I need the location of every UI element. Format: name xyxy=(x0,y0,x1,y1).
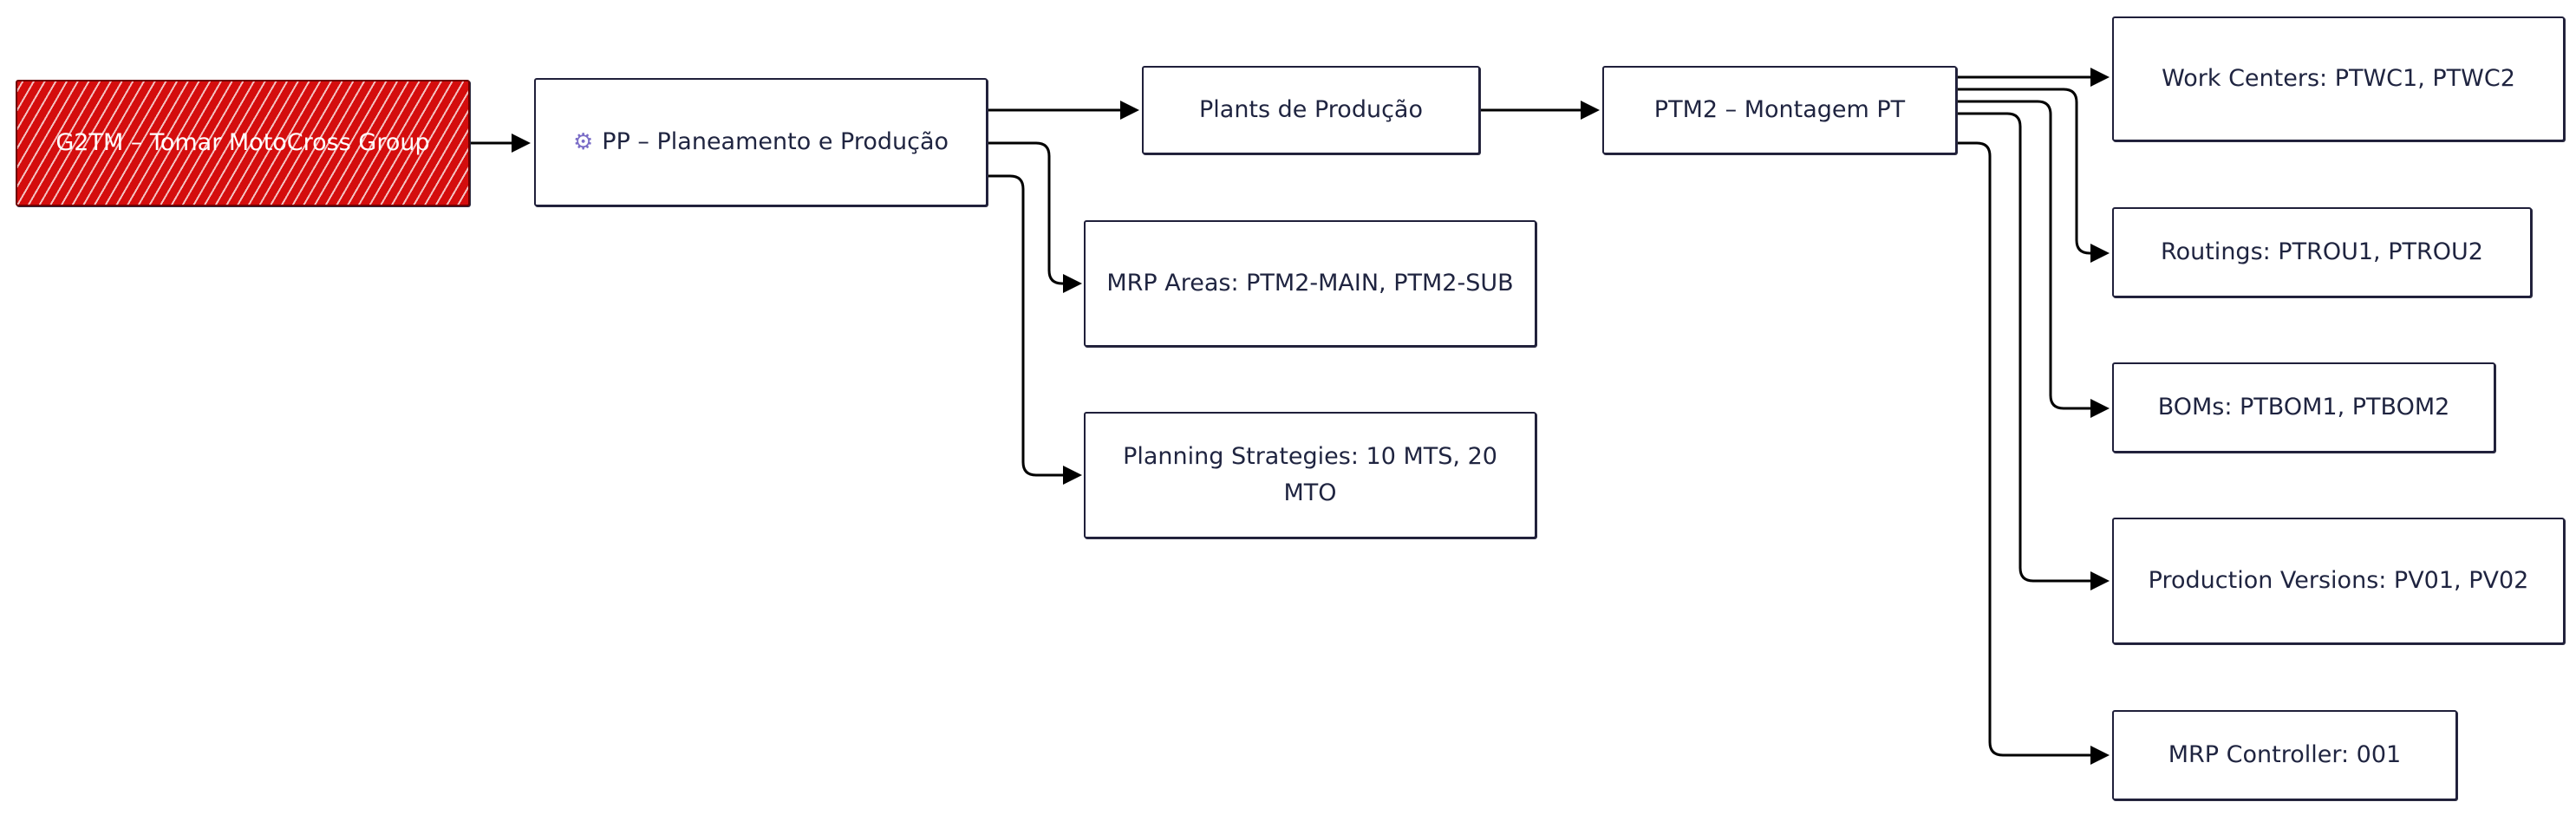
node-root-label: G2TM – Tomar MotoCross Group xyxy=(55,129,430,156)
node-pp[interactable]: ⚙ PP – Planeamento e Produção xyxy=(534,78,988,206)
node-pp-label-wrap: ⚙ PP – Planeamento e Produção xyxy=(573,124,949,160)
edge-ptm2-boms xyxy=(1957,100,2090,410)
node-routings[interactable]: Routings: PTROU1, PTROU2 xyxy=(2112,207,2532,297)
gear-icon: ⚙ xyxy=(572,129,594,155)
arrowhead xyxy=(1063,466,1082,485)
node-planning-strategies-label: Planning Strategies: 10 MTS, 20 MTO xyxy=(1123,443,1497,506)
arrowhead xyxy=(1581,101,1600,120)
edge-pp-mrp-areas xyxy=(988,141,1063,285)
edge-pp-strategies xyxy=(988,174,1063,477)
node-ptm2[interactable]: PTM2 – Montagem PT xyxy=(1602,66,1957,154)
node-pp-label: PP – Planeamento e Produção xyxy=(602,128,949,155)
node-production-versions[interactable]: Production Versions: PV01, PV02 xyxy=(2112,518,2565,644)
node-work-centers-label: Work Centers: PTWC1, PTWC2 xyxy=(2162,65,2515,92)
node-root[interactable]: G2TM – Tomar MotoCross Group xyxy=(16,80,470,206)
edge-ptm2-routings xyxy=(1957,88,2090,255)
node-plants[interactable]: Plants de Produção xyxy=(1142,66,1480,154)
arrowhead xyxy=(512,134,531,153)
arrowhead xyxy=(2090,244,2110,263)
node-routings-label: Routings: PTROU1, PTROU2 xyxy=(2161,238,2483,265)
node-mrp-controller[interactable]: MRP Controller: 001 xyxy=(2112,710,2457,800)
node-plants-label: Plants de Produção xyxy=(1198,96,1423,123)
node-production-versions-label: Production Versions: PV01, PV02 xyxy=(2148,567,2529,594)
arrowhead xyxy=(2090,571,2110,590)
node-ptm2-label: PTM2 – Montagem PT xyxy=(1653,96,1906,123)
edge-ptm2-mrp-controller xyxy=(1957,141,2090,757)
arrowhead xyxy=(1063,274,1082,293)
node-boms[interactable]: BOMs: PTBOM1, PTBOM2 xyxy=(2112,362,2495,453)
node-boms-label: BOMs: PTBOM1, PTBOM2 xyxy=(2157,394,2450,421)
node-mrp-controller-label: MRP Controller: 001 xyxy=(2168,741,2402,768)
edge-ptm2-prod-versions xyxy=(1957,112,2090,583)
arrowhead xyxy=(1120,101,1139,120)
arrowhead xyxy=(2090,399,2110,418)
arrowhead xyxy=(2090,746,2110,765)
node-mrp-areas-label: MRP Areas: PTM2-MAIN, PTM2-SUB xyxy=(1106,270,1514,297)
node-planning-strategies[interactable]: Planning Strategies: 10 MTS, 20 MTO xyxy=(1084,412,1536,538)
arrowhead xyxy=(2090,68,2110,87)
node-work-centers[interactable]: Work Centers: PTWC1, PTWC2 xyxy=(2112,16,2565,141)
node-mrp-areas[interactable]: MRP Areas: PTM2-MAIN, PTM2-SUB xyxy=(1084,220,1536,347)
